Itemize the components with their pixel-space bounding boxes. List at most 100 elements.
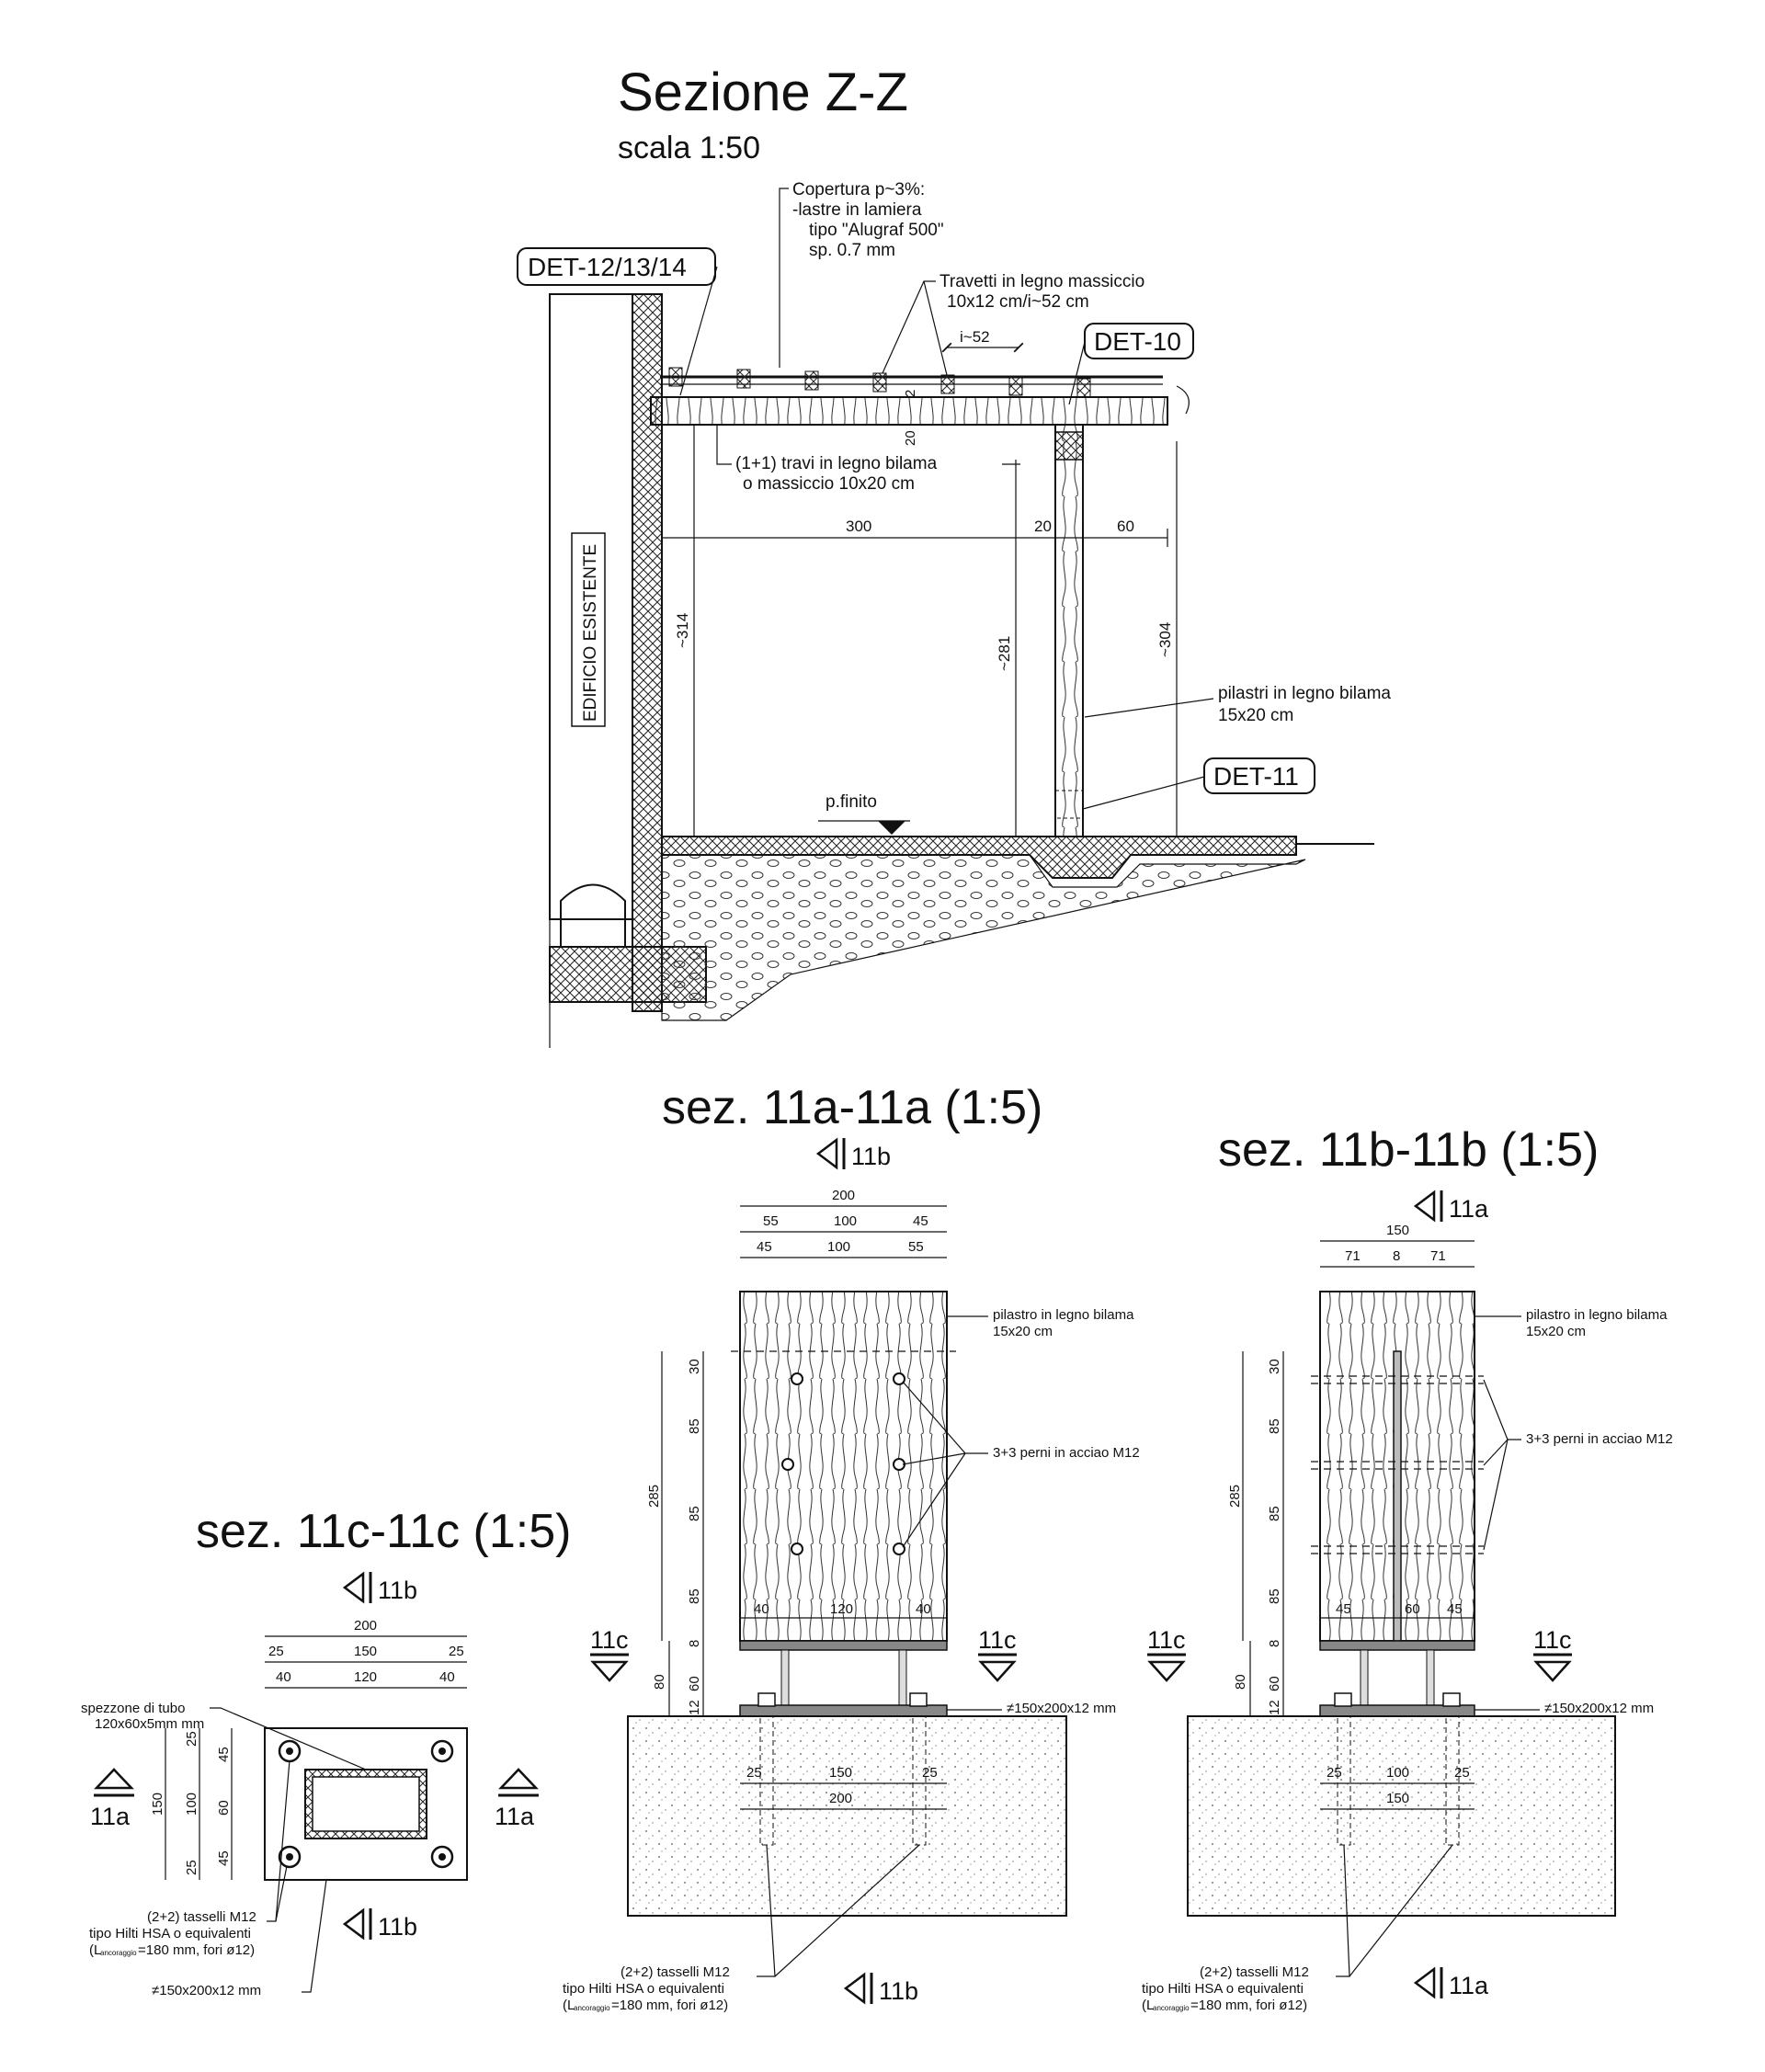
svg-text:200: 200 (829, 1791, 852, 1806)
dim-11a-total: 200 (832, 1188, 855, 1203)
columns-note-1: pilastri in legno bilama (1218, 684, 1391, 703)
section-11a-cut-right: 11c (978, 1626, 1017, 1654)
svg-text:tipo Hilti HSA o equivalenti: tipo Hilti HSA o equivalenti (89, 1926, 251, 1941)
svg-text:40: 40 (754, 1601, 769, 1617)
cut-marker-11a-left-icon (94, 1768, 134, 1790)
section-11c-cut-bottom: 11b (378, 1913, 417, 1941)
svg-text:85: 85 (687, 1506, 702, 1521)
svg-text:(2+2) tasselli M12: (2+2) tasselli M12 (621, 1964, 730, 1980)
svg-text:85: 85 (1267, 1506, 1282, 1521)
tag-det-11-box[interactable] (1203, 757, 1315, 794)
section-11a-foundation (627, 1715, 1067, 1917)
main-section-title: Sezione Z-Z (618, 63, 908, 122)
main-section: Sezione Z-Z scala 1:50 EDIFICIO ESISTENT… (517, 63, 1391, 1048)
svg-text:tipo Hilti HSA o equivalenti: tipo Hilti HSA o equivalenti (563, 1981, 724, 1997)
dim-height-edge: ~304 (1156, 622, 1174, 657)
section-11b-cut-top: 11a (1449, 1195, 1489, 1223)
svg-text:-lastre in lamiera: -lastre in lamiera (792, 200, 922, 220)
svg-text:(L: (L (89, 1942, 101, 1958)
svg-text:ancoraggio: ancoraggio (1153, 2004, 1190, 2012)
dim-beam-height: 20 (903, 430, 918, 446)
section-11c: sez. 11c-11c (1:5) 11b 200 25 150 25 40 … (81, 1505, 571, 1998)
cut-marker-11a-bottom-icon (1413, 1966, 1436, 1999)
section-11a-column-note: pilastro in legno bilama (993, 1307, 1134, 1323)
cut-marker-11c-right-icon (978, 1660, 1017, 1682)
tag-det-12-13-14: DET-12/13/14 (528, 253, 687, 281)
roof-note: Copertura p~3%: -lastre in lamiera tipo … (779, 180, 944, 368)
cut-marker-11c-bottom-icon (342, 1907, 365, 1941)
dim-joist-height: 2 (903, 390, 918, 397)
section-11b-pins-note: 3+3 perni in acciao M12 (1526, 1431, 1673, 1447)
dim-span: 300 (846, 518, 871, 535)
svg-text:45: 45 (757, 1239, 772, 1255)
svg-text:40: 40 (916, 1601, 931, 1617)
svg-text:40: 40 (276, 1669, 291, 1685)
section-11c-anchors (278, 1739, 454, 1869)
section-11b-cut-left: 11c (1147, 1626, 1186, 1654)
svg-text:60: 60 (1405, 1601, 1420, 1617)
dim-11a-height: 285 (646, 1485, 662, 1508)
section-11b-base-plate (1319, 1704, 1475, 1717)
svg-text:(L: (L (1142, 1998, 1154, 2013)
det-10-leader (1068, 341, 1086, 405)
svg-text:25: 25 (184, 1860, 199, 1875)
svg-text:Travetti in legno massiccio: Travetti in legno massiccio (939, 272, 1144, 291)
dim-height-column: ~281 (996, 636, 1013, 671)
section-11b-title: sez. 11b-11b (1:5) (1218, 1123, 1599, 1177)
section-11c-tube-note: spezzone di tubo (81, 1701, 185, 1716)
svg-text:150: 150 (1386, 1791, 1409, 1806)
section-11a-pins-note: 3+3 perni in acciao M12 (993, 1445, 1140, 1461)
dim-overhang: 60 (1117, 518, 1134, 535)
svg-text:40: 40 (439, 1669, 455, 1685)
section-11b-cut-right: 11c (1533, 1626, 1572, 1654)
svg-text:60: 60 (216, 1800, 232, 1816)
svg-text:15x20 cm: 15x20 cm (993, 1324, 1053, 1339)
section-11b-foundation (1187, 1715, 1616, 1917)
svg-text:25: 25 (449, 1644, 464, 1659)
det-12-leader (679, 266, 718, 396)
svg-text:150: 150 (829, 1765, 852, 1781)
svg-text:=180 mm, fori ø12): =180 mm, fori ø12) (611, 1998, 728, 2013)
section-11b-anchor-note: (2+2) tasselli M12 tipo Hilti HSA o equi… (1142, 1844, 1453, 2013)
tag-det-12-13-14-box[interactable] (517, 247, 716, 286)
cut-marker-11b-top-icon (815, 1137, 838, 1170)
svg-text:55: 55 (908, 1239, 924, 1255)
svg-text:ancoraggio: ancoraggio (100, 1949, 137, 1957)
svg-text:=180 mm, fori ø12): =180 mm, fori ø12) (1190, 1998, 1307, 2013)
svg-text:45: 45 (1447, 1601, 1463, 1617)
section-11b: sez. 11b-11b (1:5) 11a 150 71 8 71 45 60… (1142, 1123, 1673, 2013)
section-11a-title: sez. 11a-11a (1:5) (662, 1081, 1042, 1134)
svg-text:85: 85 (1267, 1418, 1282, 1434)
section-11c-base-plate (264, 1727, 468, 1881)
column-head (1054, 431, 1084, 461)
tag-det-10-box[interactable] (1084, 323, 1194, 359)
section-11a-base-plate (739, 1704, 948, 1717)
section-11a-column (739, 1291, 948, 1642)
svg-text:100: 100 (1386, 1765, 1409, 1781)
gravel-fill (661, 854, 1306, 1021)
section-11a-top-plate (739, 1640, 948, 1651)
cut-marker-11b-11c-right-icon (1533, 1660, 1572, 1682)
svg-text:10x12 cm/i~52 cm: 10x12 cm/i~52 cm (947, 292, 1089, 312)
svg-text:45: 45 (913, 1213, 928, 1229)
tag-det-10: DET-10 (1094, 327, 1181, 356)
floor-level-label: p.finito (826, 792, 877, 812)
svg-text:tipo "Alugraf 500": tipo "Alugraf 500" (809, 221, 944, 240)
dim-11c-height: 150 (150, 1793, 165, 1816)
floor-level-icon (878, 821, 905, 835)
dim-height-wall: ~314 (674, 613, 691, 648)
svg-text:(L: (L (563, 1998, 575, 2013)
svg-text:8: 8 (1267, 1640, 1282, 1647)
section-11b-top-plate (1319, 1640, 1475, 1651)
section-11a-cut-bottom: 11b (879, 1977, 918, 2005)
svg-text:25: 25 (922, 1765, 938, 1781)
existing-wall-hatch (632, 293, 663, 1012)
svg-text:85: 85 (687, 1588, 702, 1604)
svg-text:12: 12 (1267, 1700, 1282, 1715)
tag-det-11: DET-11 (1213, 762, 1299, 791)
section-11b-cut-bottom: 11a (1449, 1972, 1489, 1999)
svg-text:(1+1) travi in legno bilama: (1+1) travi in legno bilama (735, 454, 938, 473)
section-11c-anchor-note: (2+2) tasselli M12 tipo Hilti HSA o equi… (89, 1759, 290, 1958)
basement-arch (560, 883, 626, 947)
